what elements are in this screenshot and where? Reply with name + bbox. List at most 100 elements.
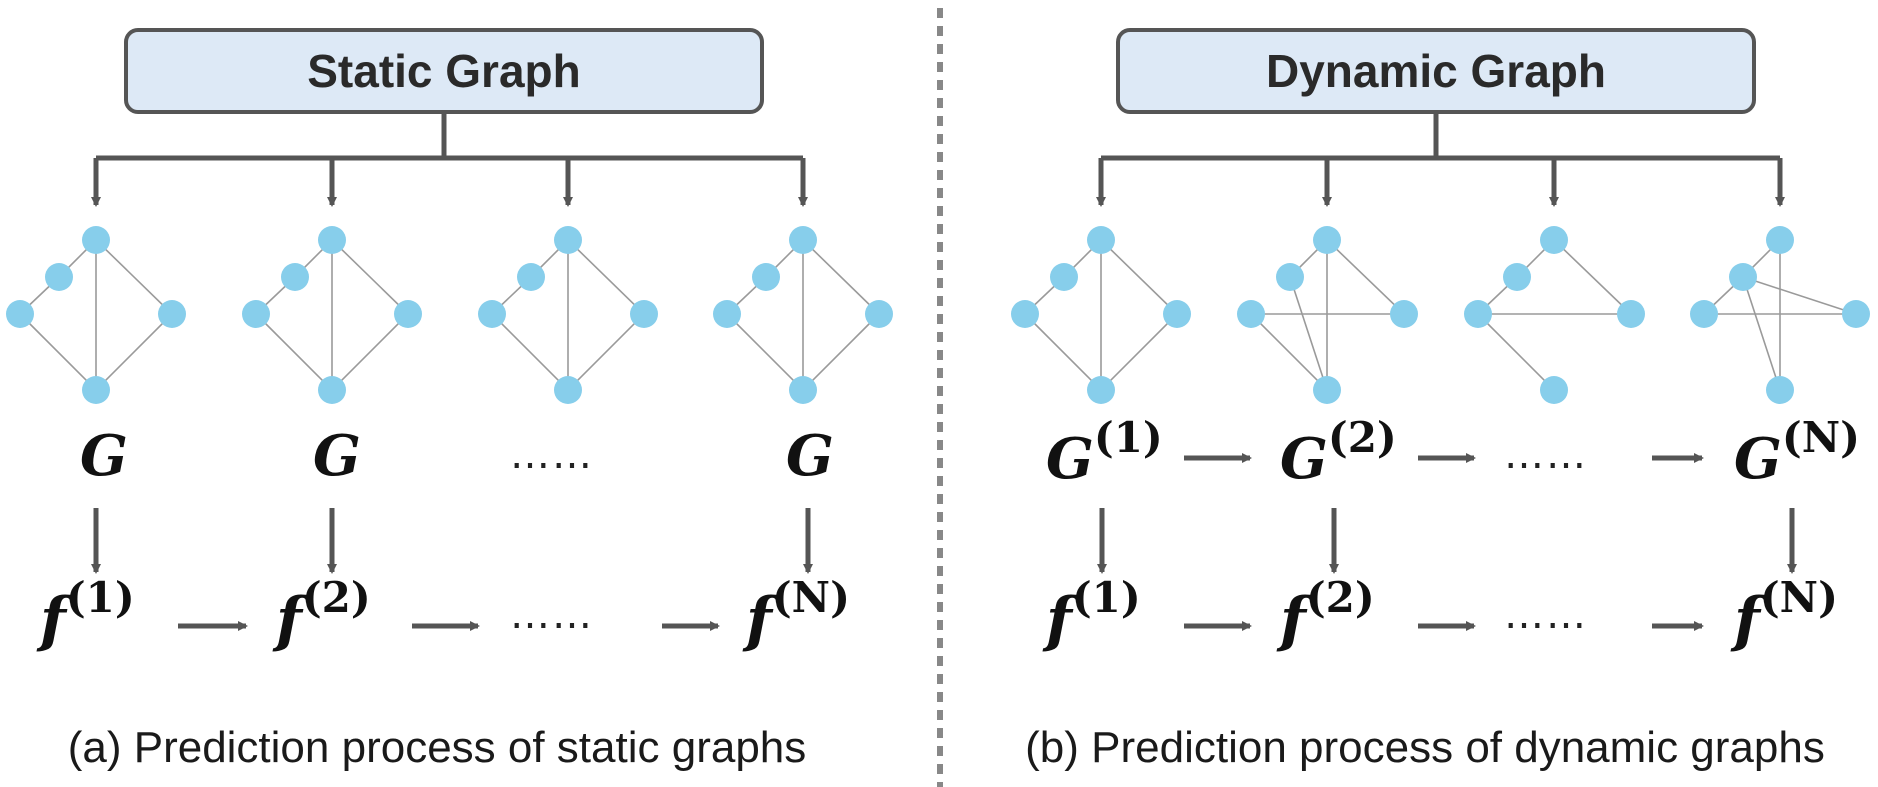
dynamic-f-label-n: f(N) bbox=[1730, 573, 1838, 655]
graph-node bbox=[1050, 263, 1078, 291]
graph-node bbox=[45, 263, 73, 291]
graph-node bbox=[865, 300, 893, 328]
graph-node bbox=[789, 226, 817, 254]
graph-edge bbox=[1477, 313, 1555, 391]
static-graph-label-2: G bbox=[313, 423, 361, 489]
graph-edge bbox=[491, 313, 569, 391]
graph-node bbox=[318, 226, 346, 254]
static-graph-2 bbox=[242, 226, 422, 404]
static-graph-label-n: G bbox=[786, 423, 834, 489]
graph-node bbox=[1390, 300, 1418, 328]
graph-edge bbox=[19, 313, 97, 391]
graph-edge bbox=[567, 239, 645, 315]
graph-edge bbox=[95, 313, 173, 391]
graph-node bbox=[1276, 263, 1304, 291]
graph-node bbox=[1087, 226, 1115, 254]
graph-node bbox=[554, 376, 582, 404]
static-branch-arrows bbox=[91, 112, 808, 207]
graph-node bbox=[6, 300, 34, 328]
dynamic-graphs bbox=[1011, 226, 1870, 404]
graph-edge bbox=[1553, 239, 1632, 315]
graph-node bbox=[1690, 300, 1718, 328]
dynamic-branch-arrows bbox=[1096, 112, 1785, 207]
static-graph-title: Static Graph bbox=[307, 45, 581, 97]
graph-edge bbox=[802, 313, 880, 391]
static-f-label-2: f(2) bbox=[272, 573, 371, 655]
dynamic-graph-3 bbox=[1464, 226, 1645, 404]
graph-node bbox=[318, 376, 346, 404]
graph-node bbox=[517, 263, 545, 291]
graph-node bbox=[158, 300, 186, 328]
dynamic-graph-dots: …… bbox=[1504, 432, 1588, 478]
graph-node bbox=[478, 300, 506, 328]
static-graph-1 bbox=[6, 226, 186, 404]
dynamic-panel: Dynamic Graph G(1) G(2) …… G(N) bbox=[1011, 28, 1870, 772]
dynamic-caption: (b) Prediction process of dynamic graphs bbox=[1025, 723, 1825, 772]
static-graph-dots: …… bbox=[510, 432, 594, 478]
graph-edge bbox=[567, 313, 645, 391]
graph-edge bbox=[1024, 313, 1102, 391]
dynamic-f-label-2: f(2) bbox=[1276, 573, 1375, 655]
static-f-label-n: f(N) bbox=[742, 573, 850, 655]
graph-node bbox=[630, 300, 658, 328]
graph-node bbox=[1313, 226, 1341, 254]
graph-node bbox=[1540, 376, 1568, 404]
graph-node bbox=[713, 300, 741, 328]
graph-edge bbox=[1742, 276, 1781, 391]
graph-node bbox=[1011, 300, 1039, 328]
graph-node bbox=[752, 263, 780, 291]
graph-edge bbox=[331, 239, 409, 315]
static-graph-labels: G G …… G bbox=[80, 423, 834, 489]
static-panel: Static Graph G G …… G bbox=[6, 28, 893, 772]
graph-node bbox=[1842, 300, 1870, 328]
graph-edge bbox=[802, 239, 880, 315]
graph-node bbox=[1766, 226, 1794, 254]
static-f-labels: f(1) f(2) …… f(N) bbox=[36, 573, 850, 655]
dynamic-graph-label-2: G(2) bbox=[1280, 413, 1397, 492]
graph-node bbox=[1237, 300, 1265, 328]
graph-node bbox=[1729, 263, 1757, 291]
static-f-dots: …… bbox=[510, 592, 594, 638]
static-f-label-1: f(1) bbox=[36, 573, 135, 655]
graph-node bbox=[82, 226, 110, 254]
graph-node bbox=[242, 300, 270, 328]
static-graph-3 bbox=[478, 226, 658, 404]
graph-edge bbox=[1250, 313, 1328, 391]
static-down-arrows bbox=[91, 508, 813, 574]
graph-edge bbox=[255, 313, 333, 391]
graph-edge bbox=[1289, 276, 1328, 391]
graph-node bbox=[554, 226, 582, 254]
graph-edge bbox=[1742, 276, 1857, 315]
graph-node bbox=[1540, 226, 1568, 254]
graph-edge bbox=[331, 313, 409, 391]
graph-node bbox=[82, 376, 110, 404]
dynamic-graph-2 bbox=[1237, 226, 1418, 404]
graph-node bbox=[1313, 376, 1341, 404]
dynamic-graph-title: Dynamic Graph bbox=[1266, 45, 1606, 97]
graph-node bbox=[1617, 300, 1645, 328]
graph-node bbox=[1503, 263, 1531, 291]
dynamic-graph-label-n: G(N) bbox=[1734, 413, 1860, 492]
dynamic-f-labels: f(1) f(2) …… f(N) bbox=[1042, 573, 1838, 655]
static-caption: (a) Prediction process of static graphs bbox=[68, 723, 807, 772]
graph-edge bbox=[1100, 313, 1178, 391]
dynamic-f-label-1: f(1) bbox=[1042, 573, 1141, 655]
dynamic-graph-labels: G(1) G(2) …… G(N) bbox=[1046, 413, 1860, 492]
graph-edge bbox=[726, 313, 804, 391]
graph-edge bbox=[1100, 239, 1178, 315]
static-graphs bbox=[6, 226, 893, 404]
graph-node bbox=[1464, 300, 1492, 328]
graph-node bbox=[394, 300, 422, 328]
graph-node bbox=[789, 376, 817, 404]
graph-edge bbox=[1326, 239, 1405, 315]
graph-node bbox=[1163, 300, 1191, 328]
dynamic-graph-label-1: G(1) bbox=[1046, 413, 1163, 492]
dynamic-graph-1 bbox=[1011, 226, 1191, 404]
dynamic-graph-4 bbox=[1690, 226, 1870, 404]
graph-node bbox=[1766, 376, 1794, 404]
static-graph-4 bbox=[713, 226, 893, 404]
graph-node bbox=[1087, 376, 1115, 404]
graph-node bbox=[281, 263, 309, 291]
graph-edge bbox=[95, 239, 173, 315]
